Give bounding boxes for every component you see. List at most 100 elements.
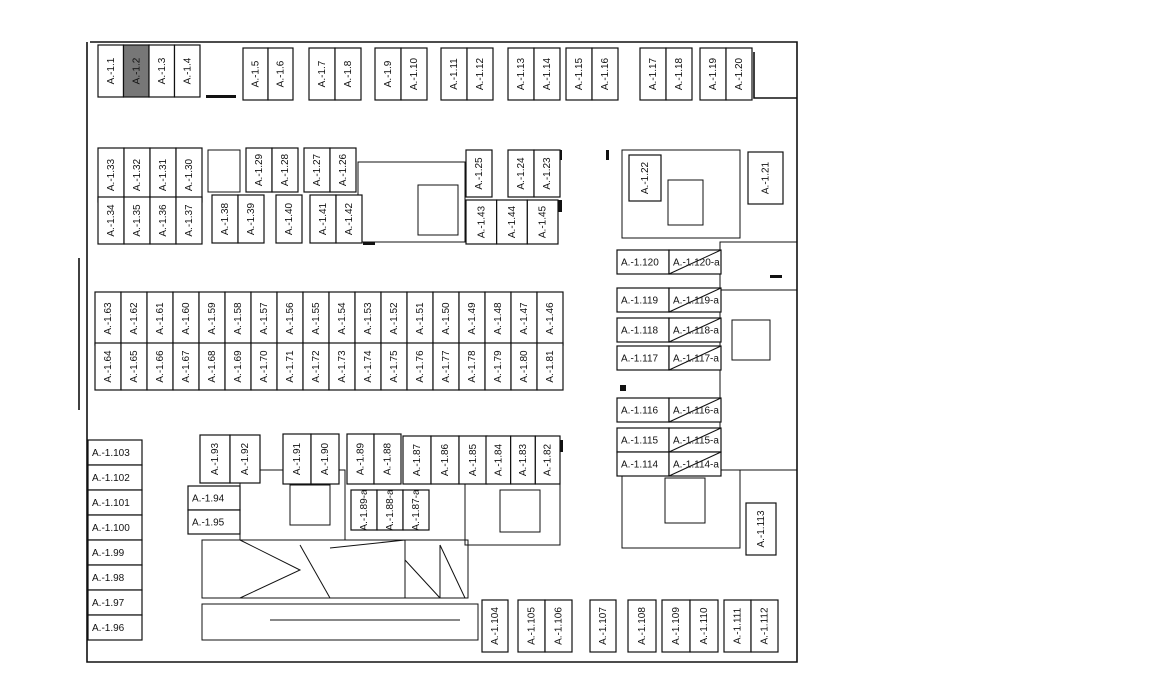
parking-space[interactable]: A.-1.99 xyxy=(87,539,143,566)
parking-space[interactable]: A.-1.27 xyxy=(303,147,331,193)
parking-space[interactable]: A.-1.77 xyxy=(432,342,460,391)
parking-space[interactable]: A.-1.88-a xyxy=(376,489,404,531)
parking-space[interactable]: A.-1.120-a xyxy=(668,249,722,275)
parking-space[interactable]: A.-1.55 xyxy=(302,291,330,346)
parking-space[interactable]: A.-1.53 xyxy=(354,291,382,346)
parking-space[interactable]: A.-1.38 xyxy=(211,194,239,244)
parking-space[interactable]: A.-1.98 xyxy=(87,564,143,591)
parking-space[interactable]: A.-1.81 xyxy=(536,342,564,391)
parking-space[interactable]: A.-1.23 xyxy=(533,149,561,198)
parking-space[interactable]: A.-1.80 xyxy=(510,342,538,391)
parking-space[interactable]: A.-1.31 xyxy=(149,147,177,203)
parking-space[interactable]: A.-1.94 xyxy=(187,485,241,511)
parking-space[interactable]: A.-1.24 xyxy=(507,149,535,198)
parking-space[interactable]: A.-1.1 xyxy=(97,44,125,98)
parking-space[interactable]: A.-1.32 xyxy=(123,147,151,203)
parking-space[interactable]: A.-1.74 xyxy=(354,342,382,391)
parking-space[interactable]: A.-1.5 xyxy=(242,47,269,101)
parking-space[interactable]: A.-1.21 xyxy=(747,151,784,205)
parking-space[interactable]: A.-1.107 xyxy=(589,599,617,653)
parking-space[interactable]: A.-1.16 xyxy=(591,47,619,101)
parking-space[interactable]: A.-1.3 xyxy=(148,44,176,98)
parking-space[interactable]: A.-1.39 xyxy=(237,194,265,244)
parking-space[interactable]: A.-1.92 xyxy=(229,434,261,484)
parking-space[interactable]: A.-1.108 xyxy=(627,599,657,653)
parking-space[interactable]: A.-1.52 xyxy=(380,291,408,346)
parking-space[interactable]: A.-1.42 xyxy=(335,194,363,244)
parking-space[interactable]: A.-1.82 xyxy=(534,435,561,485)
parking-space[interactable]: A.-1.79 xyxy=(484,342,512,391)
parking-space[interactable]: A.-1.113 xyxy=(745,502,777,556)
parking-space[interactable]: A.-1.37 xyxy=(175,196,203,245)
parking-space[interactable]: A.-1.103 xyxy=(87,439,143,466)
parking-space[interactable]: A.-1.101 xyxy=(87,489,143,516)
parking-space[interactable]: A.-1.59 xyxy=(198,291,226,346)
parking-space[interactable]: A.-1.118 xyxy=(616,317,670,343)
parking-space[interactable]: A.-1.67 xyxy=(172,342,200,391)
parking-space[interactable]: A.-1.73 xyxy=(328,342,356,391)
parking-space[interactable]: A.-1.83 xyxy=(510,435,536,485)
parking-space[interactable]: A.-1.56 xyxy=(276,291,304,346)
parking-space[interactable]: A.-1.120 xyxy=(616,249,670,275)
parking-space[interactable]: A.-1.18 xyxy=(665,47,693,101)
parking-space[interactable]: A.-1.93 xyxy=(199,434,231,484)
parking-space[interactable]: A.-1.26 xyxy=(329,147,357,193)
parking-space[interactable]: A.-1.50 xyxy=(432,291,460,346)
parking-space[interactable]: A.-1.43 xyxy=(465,199,498,245)
parking-space[interactable]: A.-1.118-a xyxy=(668,317,722,343)
parking-space[interactable]: A.-1.33 xyxy=(97,147,125,203)
parking-space[interactable]: A.-1.51 xyxy=(406,291,434,346)
parking-space[interactable]: A.-1.19 xyxy=(699,47,727,101)
parking-space[interactable]: A.-1.7 xyxy=(308,47,336,101)
parking-space[interactable]: A.-1.12 xyxy=(466,47,494,101)
parking-space[interactable]: A.-1.47 xyxy=(510,291,538,346)
parking-space[interactable]: A.-1.111 xyxy=(723,599,752,653)
parking-space[interactable]: A.-1.104 xyxy=(481,599,509,653)
parking-space[interactable]: A.-1.13 xyxy=(507,47,535,101)
parking-space[interactable]: A.-1.22 xyxy=(628,154,662,202)
parking-space[interactable]: A.-1.17 xyxy=(639,47,667,101)
parking-space[interactable]: A.-1.69 xyxy=(224,342,252,391)
parking-space[interactable]: A.-1.114-a xyxy=(668,451,722,477)
parking-space[interactable]: A.-1.109 xyxy=(661,599,691,653)
parking-space[interactable]: A.-1.105 xyxy=(517,599,546,653)
parking-space[interactable]: A.-1.96 xyxy=(87,614,143,641)
parking-space[interactable]: A.-1.84 xyxy=(485,435,512,485)
parking-space[interactable]: A.-1.86 xyxy=(430,435,460,485)
parking-space[interactable]: A.-1.30 xyxy=(175,147,203,203)
parking-space[interactable]: A.-1.46 xyxy=(536,291,564,346)
parking-space[interactable]: A.-1.35 xyxy=(123,196,151,245)
parking-space[interactable]: A.-1.41 xyxy=(309,194,337,244)
parking-space[interactable]: A.-1.70 xyxy=(250,342,278,391)
parking-space[interactable]: A.-1.90 xyxy=(310,433,340,485)
parking-space[interactable]: A.-1.114 xyxy=(616,451,670,477)
parking-space[interactable]: A.-1.62 xyxy=(120,291,148,346)
parking-space[interactable]: A.-1.6 xyxy=(267,47,294,101)
parking-space[interactable]: A.-1.85 xyxy=(458,435,488,485)
parking-space[interactable]: A.-1.119-a xyxy=(668,287,722,313)
parking-space[interactable]: A.-1.49 xyxy=(458,291,486,346)
parking-space[interactable]: A.-1.95 xyxy=(187,509,241,535)
parking-space[interactable]: A.-1.119 xyxy=(616,287,670,313)
parking-space[interactable]: A.-1.44 xyxy=(496,199,528,245)
parking-space[interactable]: A.-1.115 xyxy=(616,427,670,453)
parking-space[interactable]: A.-1.14 xyxy=(533,47,561,101)
parking-space[interactable]: A.-1.66 xyxy=(146,342,174,391)
parking-space[interactable]: A.-1.64 xyxy=(94,342,122,391)
parking-space[interactable]: A.-1.25 xyxy=(465,149,493,198)
parking-space[interactable]: A.-1.65 xyxy=(120,342,148,391)
parking-space[interactable]: A.-1.15 xyxy=(565,47,593,101)
parking-space[interactable]: A.-1.112 xyxy=(750,599,779,653)
parking-space[interactable]: A.-1.40 xyxy=(275,194,303,244)
parking-space[interactable]: A.-1.115-a xyxy=(668,427,722,453)
parking-space[interactable]: A.-1.102 xyxy=(87,464,143,491)
parking-space[interactable]: A.-1.28 xyxy=(271,147,299,193)
parking-space[interactable]: A.-1.116 xyxy=(616,397,670,423)
parking-space[interactable]: A.-1.110 xyxy=(689,599,719,653)
parking-space[interactable]: A.-1.48 xyxy=(484,291,512,346)
parking-space[interactable]: A.-1.4 xyxy=(173,44,201,98)
parking-space[interactable]: A.-1.2 xyxy=(122,44,150,98)
parking-space[interactable]: A.-1.9 xyxy=(374,47,402,101)
parking-space[interactable]: A.-1.116-a xyxy=(668,397,722,423)
parking-space[interactable]: A.-1.60 xyxy=(172,291,200,346)
